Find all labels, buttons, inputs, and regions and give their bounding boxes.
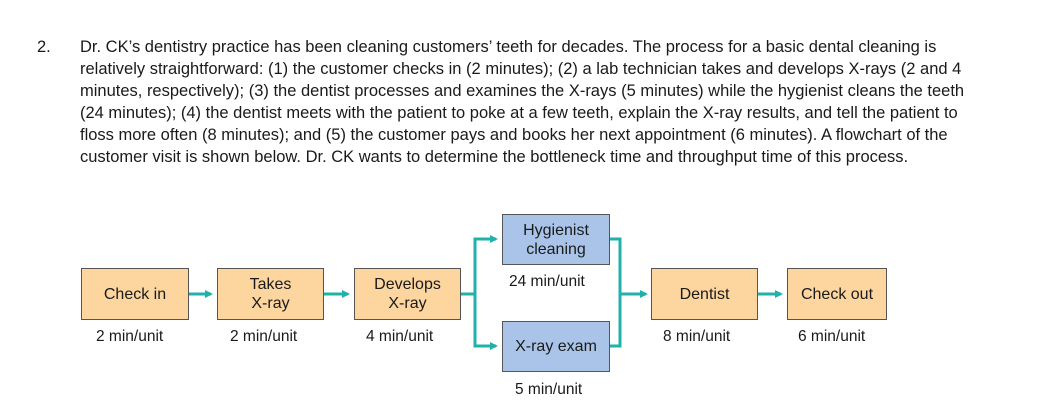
step-hygienist-cleaning-time: 24 min/unit xyxy=(509,273,585,290)
step-develops-x-ray-label: Develops X-ray xyxy=(374,276,441,312)
step-check-in-label: Check in xyxy=(103,285,167,303)
step-hygienist-cleaning-label: Hygienist cleaning xyxy=(523,221,589,258)
step-dentist: Dentist xyxy=(651,268,758,320)
step-check-in: Check in xyxy=(81,268,189,320)
step-x-ray-exam: X-ray exam xyxy=(502,321,610,372)
arrow-hygienist-merge xyxy=(610,237,622,294)
arrow-split-to-hygienist xyxy=(461,235,498,296)
step-takes-x-ray-label: Takes X-ray xyxy=(249,276,292,312)
step-dentist-time: 8 min/unit xyxy=(663,328,731,345)
question-text: Dr. CK’s dentistry practice has been cle… xyxy=(80,38,965,166)
step-x-ray-exam-time: 5 min/unit xyxy=(515,381,583,398)
step-check-out-label: Check out xyxy=(800,285,874,303)
question-number: 2. xyxy=(37,38,51,56)
step-hygienist-cleaning: Hygienist cleaning xyxy=(502,214,610,265)
step-check-out-time: 6 min/unit xyxy=(798,328,866,345)
arrow-split-to-xray-exam xyxy=(473,294,498,350)
step-develops-x-ray-time: 4 min/unit xyxy=(366,328,434,345)
step-develops-x-ray: Develops X-ray xyxy=(354,268,461,320)
arrow-xray-exam-merge xyxy=(610,294,622,348)
step-takes-x-ray: Takes X-ray xyxy=(217,268,324,320)
step-check-in-time: 2 min/unit xyxy=(96,328,164,345)
step-x-ray-exam-label: X-ray exam xyxy=(515,338,597,355)
step-check-out: Check out xyxy=(787,268,887,320)
step-takes-x-ray-time: 2 min/unit xyxy=(230,328,298,345)
step-dentist-label: Dentist xyxy=(679,285,730,303)
